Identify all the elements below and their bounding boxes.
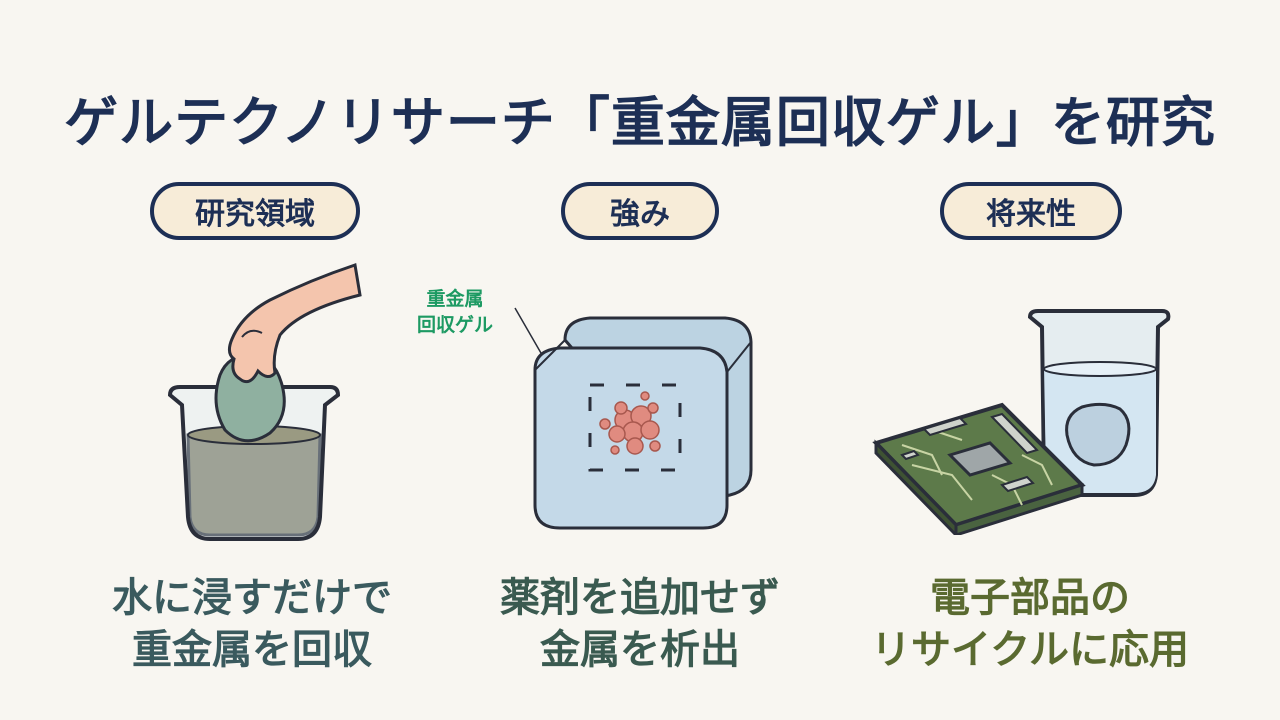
caption-strengths: 薬剤を追加せず 金属を析出 — [500, 575, 780, 673]
tab-research-area: 研究領域 — [150, 182, 360, 240]
caption-research-area: 水に浸すだけで 重金属を回収 — [112, 575, 392, 673]
page-title: ゲルテクノリサーチ「重金属回収ゲル」を研究 — [64, 91, 1216, 154]
hand-dipping-gel-into-beaker-icon — [167, 263, 362, 541]
gel-cube-with-metal-icon — [514, 307, 753, 530]
tab-strengths: 強み — [561, 182, 719, 240]
tab-future-potential: 将来性 — [940, 182, 1122, 240]
caption-future-potential: 電子部品の リサイクルに応用 — [871, 575, 1189, 673]
gel-annotation-label: 重金属 回収ゲル — [416, 288, 493, 336]
circuit-board-and-beaker-icon — [872, 309, 1171, 535]
